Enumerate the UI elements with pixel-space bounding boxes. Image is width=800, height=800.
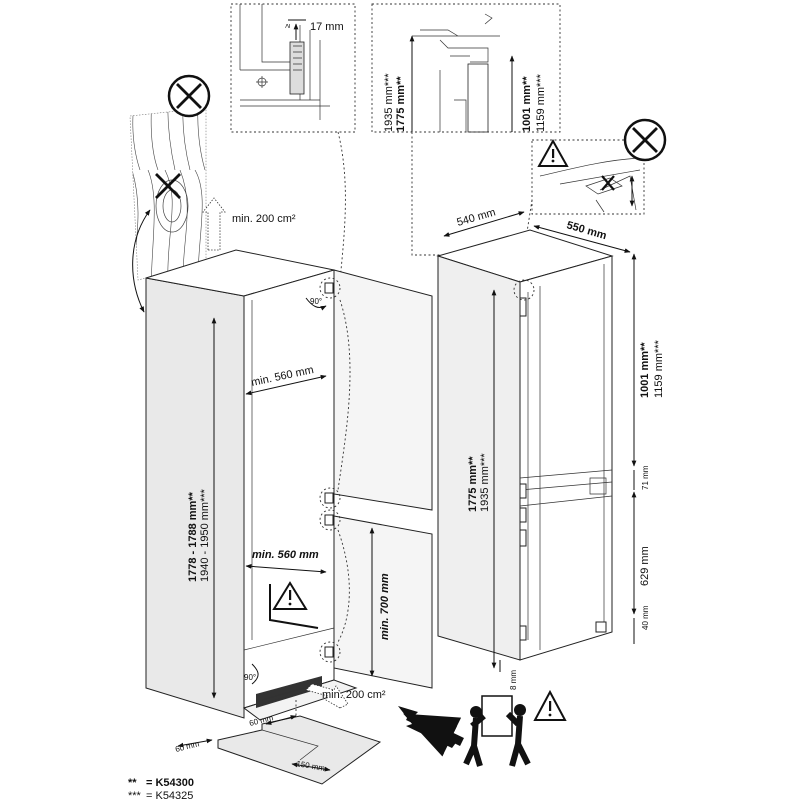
legend: ** = K54300 *** = K54325 [128,777,194,800]
vent-bottom-label: min. 200 cm² [322,689,386,701]
wood-panel [129,74,211,313]
vent-top-label: min. 200 cm² [232,213,296,225]
foot-label: 8 mm [509,670,518,690]
prohibited-icon [623,118,667,162]
niche-height-primary: 1778 - 1788 mm** [187,491,199,582]
top-height-1935: 1935 mm*** [383,73,395,132]
appliance-height-primary: 1775 mm** [467,456,479,512]
legend-marker-2: *** [128,790,142,800]
small-x-mark [601,175,615,191]
detail-box-hinge-gap: ≥ 17 mm [230,3,356,133]
fridge-appliance [436,229,614,661]
insert-arrow [398,706,464,757]
legend-marker-1: ** [128,777,137,789]
niche-width-lower-label: min. 560 mm [252,549,319,561]
freezer-label: 629 mm [639,546,651,586]
ge-symbol: ≥ [283,23,292,28]
dim-width-upper [245,374,327,396]
bottom-label: 40 mm [641,605,650,630]
dim-depth [443,211,525,237]
depth-60-label: 60 mm [174,739,200,754]
dim-width [533,225,631,253]
prohibited-icon [167,74,211,118]
two-person-lift-icon [463,695,531,767]
top-upper-1159: 1159 mm*** [535,73,547,132]
width-label: 550 mm [565,219,608,242]
plinth-plate: 60 mm 60 mm 150 mm [174,713,382,785]
top-upper-1001: 1001 mm** [521,76,533,132]
upper-secondary-label: 1159 mm*** [653,339,665,398]
detail-box-top-warning [531,118,667,215]
depth-label: 540 mm [456,206,498,228]
connector-top-right [411,132,440,256]
warning-icon [533,689,567,721]
door-height-label: min. 700 mm [379,573,391,640]
connector-top-hinge [337,131,346,281]
dim-width-lower [245,564,327,574]
legend-eq-2: = K54325 [146,790,193,800]
detail-box-top-heights: 1775 mm** 1935 mm*** 1001 mm** 1159 mm**… [371,3,561,133]
niche-height-secondary: 1940 - 1950 mm*** [199,488,211,582]
legend-eq-1: = K54300 [146,777,194,789]
vent-top-arrow: min. 200 cm² [202,197,296,251]
upper-primary-label: 1001 mm** [639,342,651,398]
gap-17mm-label: 17 mm [310,21,344,33]
gap-label: 71 mm [641,465,650,490]
top-height-1775: 1775 mm** [395,76,407,132]
warning-icon [537,138,569,167]
warning-icon [269,581,319,629]
angle-top-label: 90° [310,297,322,306]
appliance-height-secondary: 1935 mm*** [479,453,491,512]
angle-bottom-label: 90° [244,673,256,682]
cabinet-niche: 90° 90° [145,249,433,721]
vent-bottom-arrow: min. 200 cm² [305,683,386,709]
